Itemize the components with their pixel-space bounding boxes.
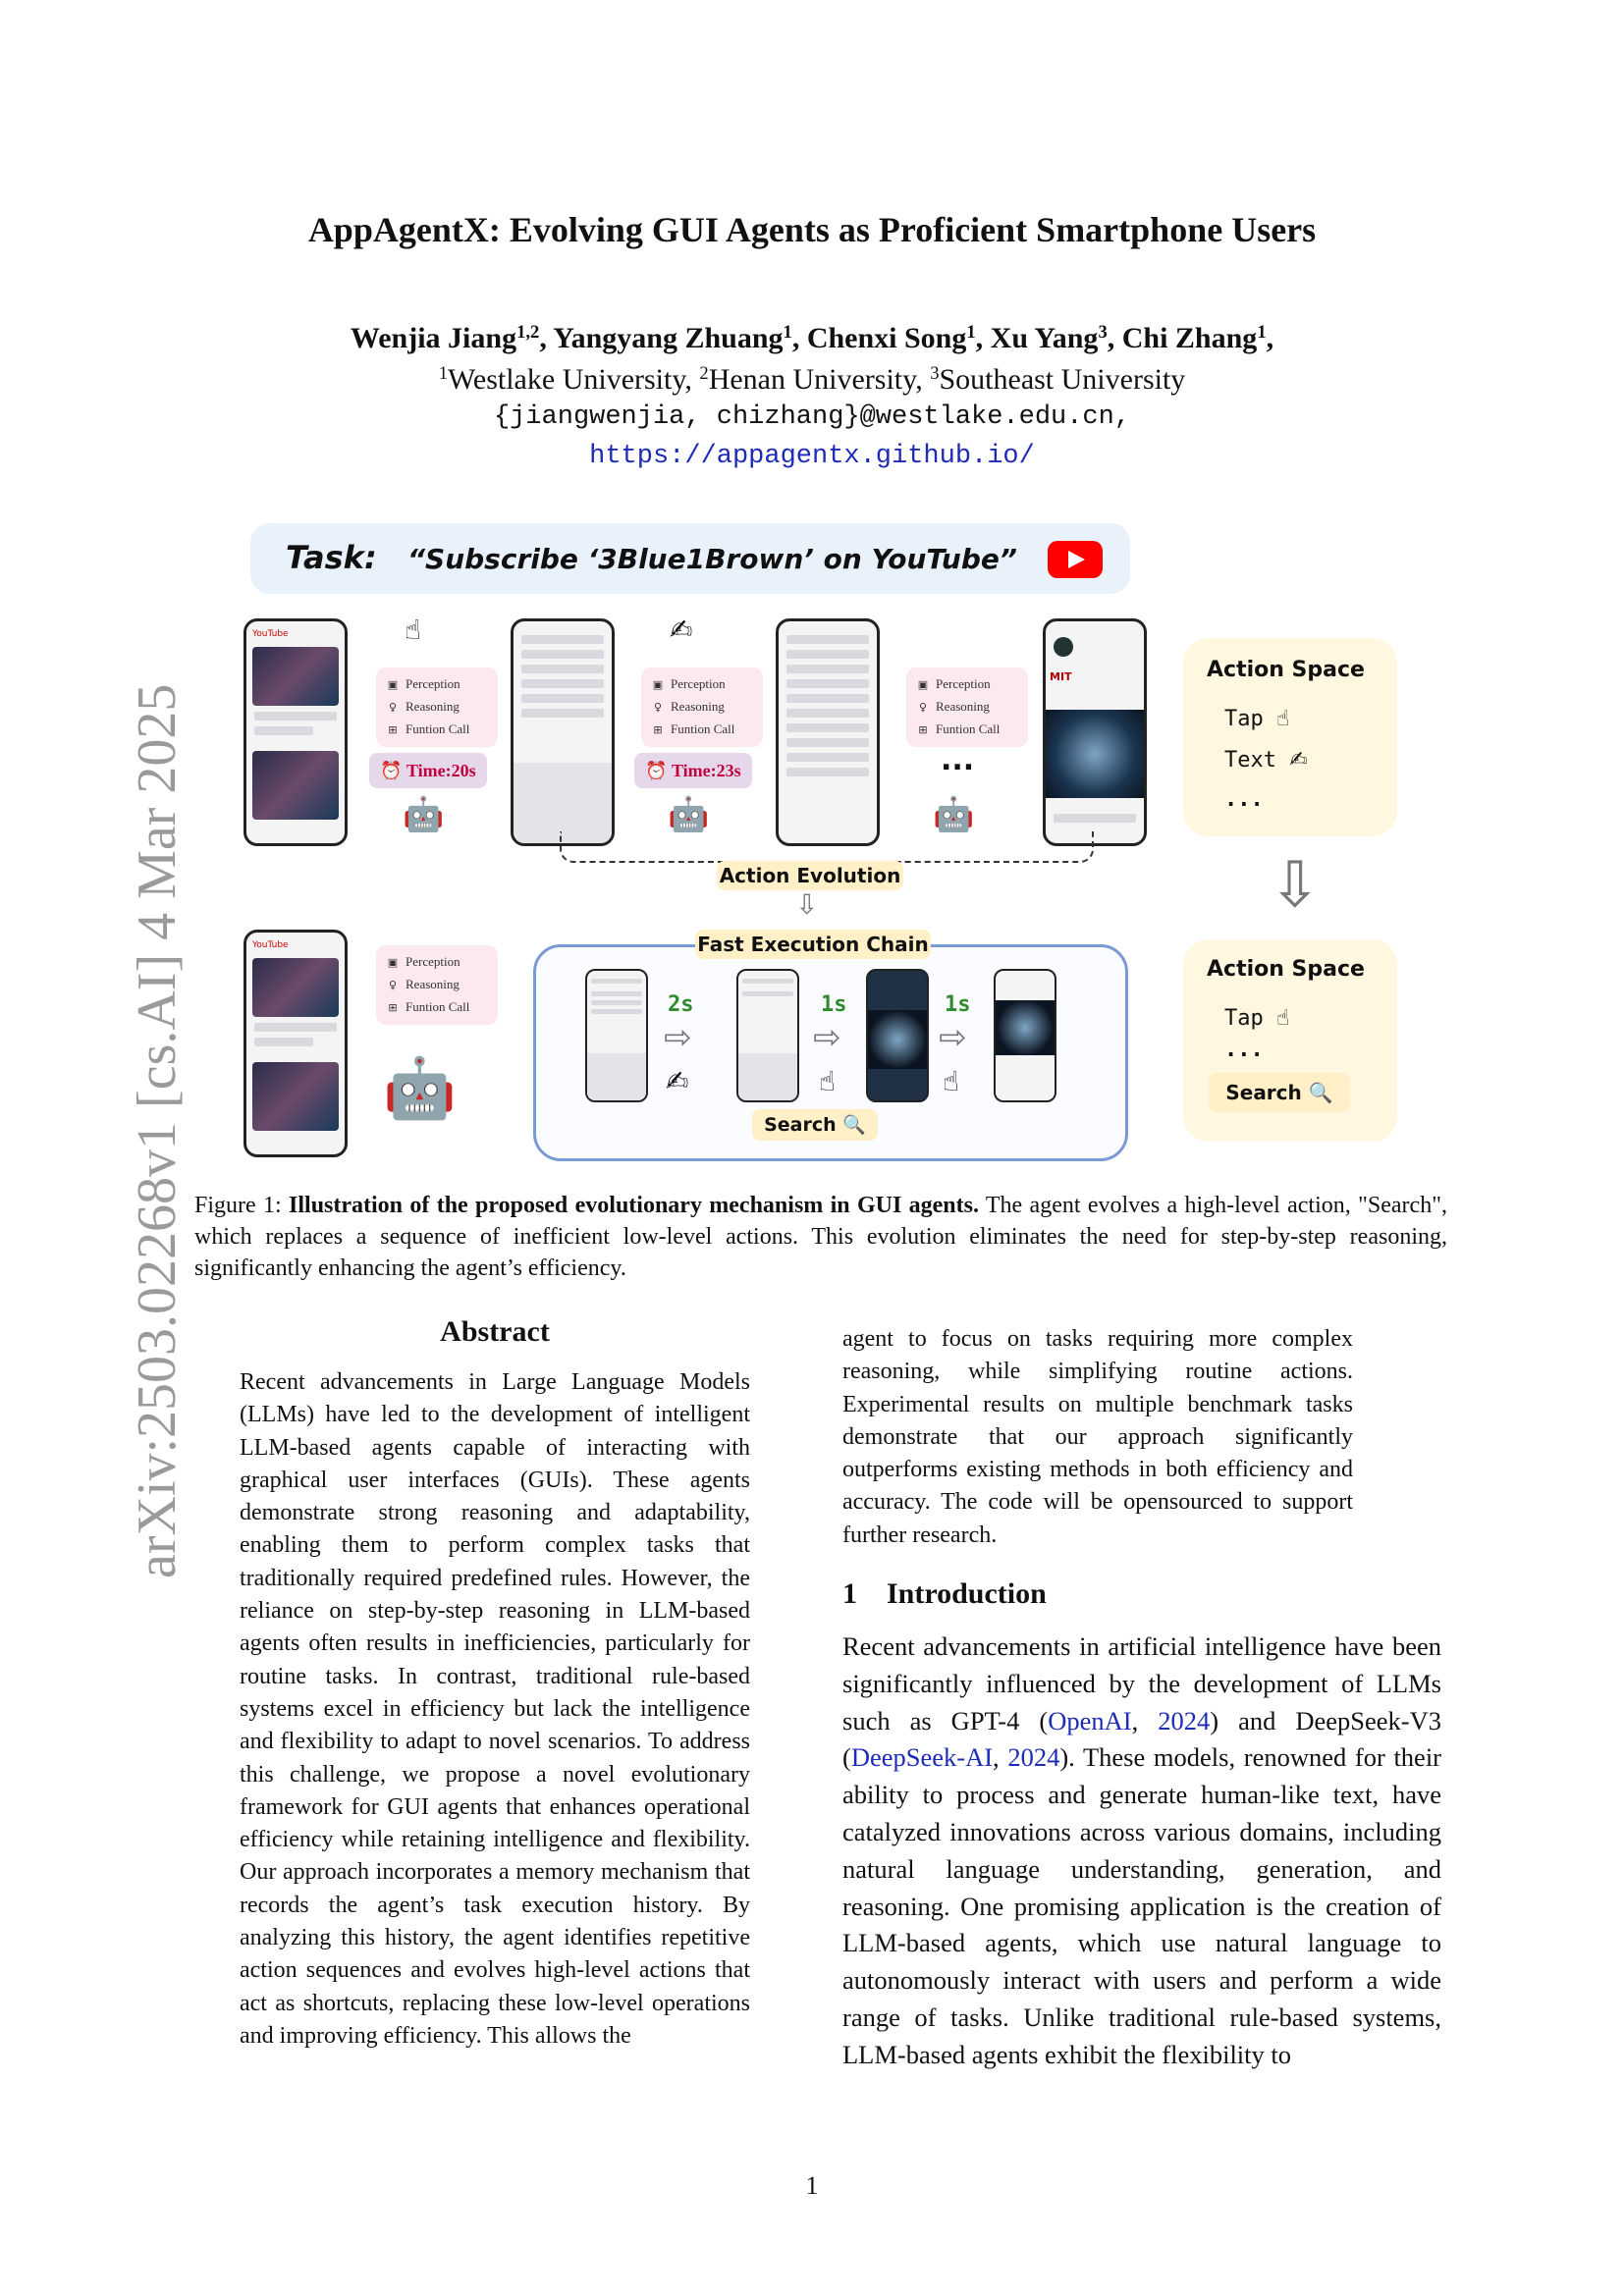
author: Wenjia Jiang1,2,	[350, 321, 554, 354]
figure-1: Task: “Subscribe ‘3Blue1Brown’ on YouTub…	[236, 515, 1414, 1163]
step-time: 1s	[945, 992, 971, 1017]
youtube-logo: YouTube	[252, 629, 289, 639]
reasoning-card: ▣Perception ♀Reasoning ⊞Funtion Call	[906, 667, 1028, 747]
time-badge: ⏰ Time:23s	[634, 753, 752, 788]
search-icon: 🔍	[842, 1114, 866, 1136]
action-item: Tap ☝	[1224, 707, 1290, 731]
affiliation: 1Westlake University,	[438, 362, 700, 396]
robot-agent-icon: 🤖	[933, 795, 975, 834]
mit-logo: MIT	[1050, 670, 1072, 683]
tap-hand-icon: ☝	[943, 1065, 960, 1097]
task-label: Task:	[286, 539, 377, 576]
search-action-pill: Search 🔍	[752, 1109, 878, 1141]
citation-link[interactable]: 2024	[1007, 1742, 1060, 1773]
action-item: ...	[1224, 787, 1264, 812]
phone-screen-search-results	[736, 969, 799, 1102]
author-emails: {jiangwenjia, chizhang}@westlake.edu.cn,	[493, 402, 1131, 432]
phone-screen-channel-dark	[866, 969, 929, 1102]
action-evolution-label: Action Evolution	[717, 861, 903, 890]
affiliation-list: 1Westlake University, 2Henan University,…	[0, 363, 1624, 397]
paper-title: AppAgentX: Evolving GUI Agents as Profic…	[307, 210, 1317, 249]
introduction-text: Recent advancements in artificial intell…	[842, 1631, 1442, 2069]
arxiv-side-stamp: arXiv:2503.02268v1 [cs.AI] 4 Mar 2025	[127, 683, 188, 1578]
step-time: 1s	[821, 992, 847, 1017]
author: Chenxi Song1,	[806, 321, 991, 354]
action-item: ...	[1224, 1038, 1264, 1062]
abstract-text: Recent advancements in Large Language Mo…	[240, 1369, 750, 2049]
phone-screen-search-results	[776, 618, 880, 846]
author-list: Wenjia Jiang1,2, Yangyang Zhuang1, Chenx…	[0, 322, 1624, 355]
robot-agent-icon: 🤖	[383, 1054, 457, 1123]
reasoning-card: ▣Perception ♀Reasoning ⊞Funtion Call	[376, 945, 498, 1025]
write-hand-icon: ✍	[666, 1065, 689, 1097]
write-hand-icon: ✍	[1289, 748, 1308, 773]
time-badge: ⏰ Time:20s	[369, 753, 487, 788]
evolution-bracket	[560, 831, 1094, 863]
author: Chi Zhang1,	[1121, 321, 1274, 354]
project-link[interactable]: https://appagentx.github.io/	[589, 442, 1035, 471]
citation-link[interactable]: DeepSeek-AI	[850, 1742, 994, 1773]
tap-hand-icon: ☝	[405, 614, 422, 646]
step-time: 2s	[668, 992, 694, 1017]
robot-agent-icon: 🤖	[403, 795, 445, 834]
phone-screen-youtube-home: YouTube	[244, 930, 348, 1157]
section-heading-introduction: 1 Introduction	[842, 1577, 1047, 1611]
citation-link[interactable]: OpenAI	[1048, 1705, 1132, 1735]
right-arrow-icon: ⇨	[664, 1018, 692, 1057]
action-space-title: Action Space	[1207, 957, 1365, 982]
tap-hand-icon: ☝	[1276, 707, 1290, 731]
author: Yangyang Zhuang1,	[553, 321, 807, 354]
phone-screen-search-keyboard	[511, 618, 615, 846]
citation-link[interactable]: 2024	[1158, 1705, 1211, 1735]
right-arrow-icon: ⇨	[939, 1018, 967, 1057]
fast-execution-chain-label: Fast Execution Chain	[695, 930, 931, 959]
task-text: “Subscribe ‘3Blue1Brown’ on YouTube”	[407, 543, 1017, 575]
down-arrow-icon: ⇩	[1269, 849, 1322, 922]
tap-hand-icon: ☝	[819, 1065, 837, 1097]
down-arrow-icon: ⇩	[795, 888, 819, 921]
action-item: Tap ☝	[1224, 1006, 1290, 1031]
tap-hand-icon: ☝	[1276, 1006, 1290, 1031]
task-banner: Task: “Subscribe ‘3Blue1Brown’ on YouTub…	[250, 523, 1130, 594]
right-column: agent to focus on tasks requiring more c…	[842, 1315, 1441, 2074]
search-icon: 🔍	[1308, 1081, 1333, 1104]
write-hand-icon: ✍	[670, 614, 693, 646]
reasoning-card: ▣Perception ♀Reasoning ⊞Funtion Call	[641, 667, 763, 747]
reasoning-card: ▣Perception ♀Reasoning ⊞Funtion Call	[376, 667, 498, 747]
page-number: 1	[805, 2171, 819, 2200]
abstract-heading: Abstract	[440, 1315, 550, 1348]
action-space-top: Action Space Tap ☝ Text ✍ ...	[1183, 638, 1397, 836]
action-item: Text ✍	[1224, 748, 1308, 773]
phone-screen-channel-page: MIT	[1043, 618, 1147, 846]
author: Xu Yang3,	[990, 321, 1122, 354]
robot-agent-icon: 🤖	[668, 795, 710, 834]
affiliation: 3Southeast University	[930, 362, 1186, 396]
youtube-icon	[1048, 541, 1103, 578]
abstract-section: Abstract Recent advancements in Large La…	[240, 1315, 750, 2053]
youtube-logo: YouTube	[252, 940, 289, 950]
right-arrow-icon: ⇨	[813, 1018, 841, 1057]
affiliation: 2Henan University,	[699, 362, 931, 396]
action-space-bottom: Action Space Tap ☝ ... Search 🔍	[1183, 939, 1397, 1142]
phone-screen-youtube-home: YouTube	[244, 618, 348, 846]
phone-screen-search-keyboard	[585, 969, 648, 1102]
search-action-pill: Search 🔍	[1209, 1073, 1350, 1112]
abstract-text-continued: agent to focus on tasks requiring more c…	[842, 1326, 1353, 1548]
figure-caption: Figure 1: Illustration of the proposed e…	[194, 1193, 1448, 1281]
phone-screen-channel-page	[994, 969, 1056, 1102]
ellipsis: ...	[941, 743, 975, 777]
action-space-title: Action Space	[1207, 658, 1365, 682]
